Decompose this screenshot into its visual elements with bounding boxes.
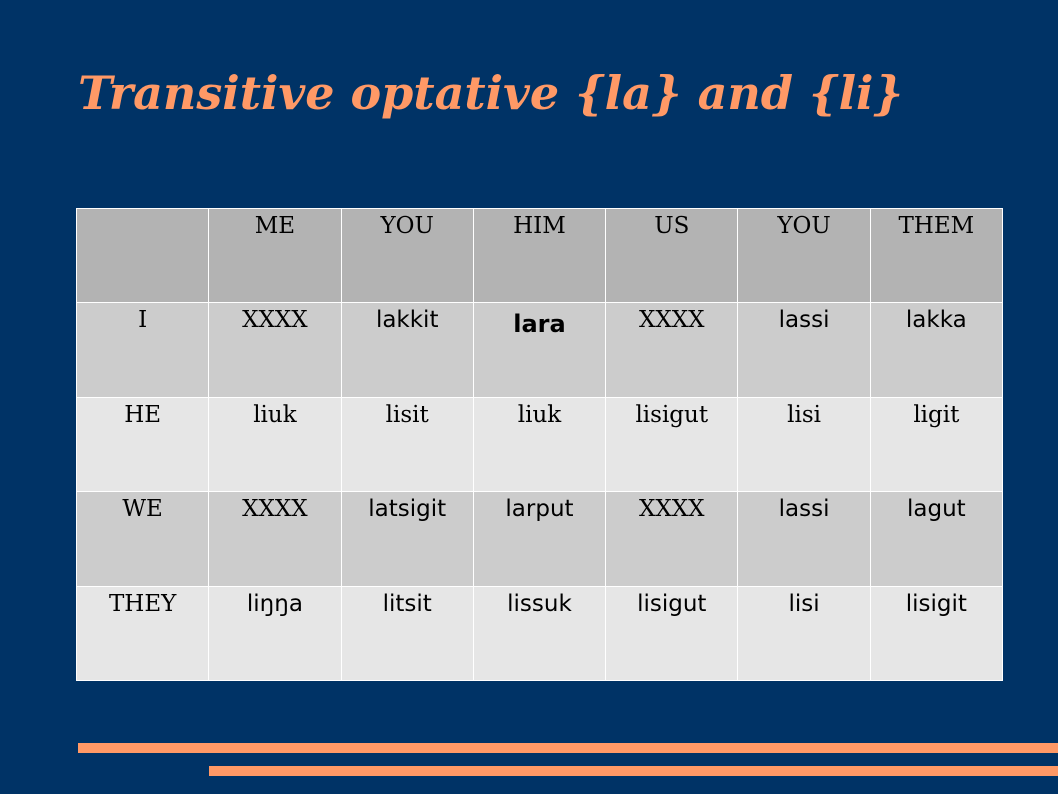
table-cell: lakka bbox=[869, 302, 1004, 398]
table-cell: lakkit bbox=[340, 302, 474, 398]
table-row-they: THEY liŋŋa litsit lissuk lisigut lisi li… bbox=[75, 585, 1004, 682]
header-cell-me: ME bbox=[208, 207, 342, 304]
table-cell: lassi bbox=[737, 302, 871, 398]
table-cell: lisi bbox=[737, 396, 871, 493]
table-cell: liuk bbox=[208, 396, 342, 493]
table-cell: latsigit bbox=[340, 491, 474, 587]
table-row-he: HE liuk lisit liuk lisigut lisi ligit bbox=[75, 396, 1004, 493]
table-cell: larput bbox=[472, 491, 607, 587]
table-cell: lisi bbox=[737, 585, 871, 682]
table-cell: XXXX bbox=[605, 302, 739, 398]
row-label-we: WE bbox=[75, 491, 210, 587]
table-cell: lara bbox=[472, 302, 607, 398]
table-cell: lisigut bbox=[605, 396, 739, 493]
row-label-he: HE bbox=[75, 396, 210, 493]
header-cell-you: YOU bbox=[340, 207, 474, 304]
header-corner-cell bbox=[75, 207, 210, 304]
table-row-we: WE XXXX latsigit larput XXXX lassi lagut bbox=[75, 491, 1004, 587]
table-cell: liŋŋa bbox=[208, 585, 342, 682]
table-cell: ligit bbox=[869, 396, 1004, 493]
header-cell-them: THEM bbox=[869, 207, 1004, 304]
table-cell: lisigut bbox=[605, 585, 739, 682]
optative-table: ME YOU HIM US YOU THEM I XXXX lakkit lar… bbox=[75, 207, 1004, 682]
accent-stripe-top bbox=[78, 743, 1058, 753]
table-cell: lisit bbox=[340, 396, 474, 493]
table-cell: XXXX bbox=[605, 491, 739, 587]
table-cell: litsit bbox=[340, 585, 474, 682]
table-cell: XXXX bbox=[208, 302, 342, 398]
header-cell-us: US bbox=[605, 207, 739, 304]
row-label-i: I bbox=[75, 302, 210, 398]
header-cell-him: HIM bbox=[472, 207, 607, 304]
table-cell: lissuk bbox=[472, 585, 607, 682]
table-header-row: ME YOU HIM US YOU THEM bbox=[75, 207, 1004, 304]
slide-title: Transitive optative {la} and {li} bbox=[78, 66, 904, 120]
table-row-i: I XXXX lakkit lara XXXX lassi lakka bbox=[75, 302, 1004, 398]
table-cell: XXXX bbox=[208, 491, 342, 587]
accent-stripe-bottom bbox=[209, 766, 1058, 776]
table-cell: lassi bbox=[737, 491, 871, 587]
table-cell: lisigit bbox=[869, 585, 1004, 682]
table-cell: lagut bbox=[869, 491, 1004, 587]
header-cell-you-plural: YOU bbox=[737, 207, 871, 304]
table-cell-bold-text: lara bbox=[513, 310, 566, 339]
row-label-they: THEY bbox=[75, 585, 210, 682]
table-cell: liuk bbox=[472, 396, 607, 493]
